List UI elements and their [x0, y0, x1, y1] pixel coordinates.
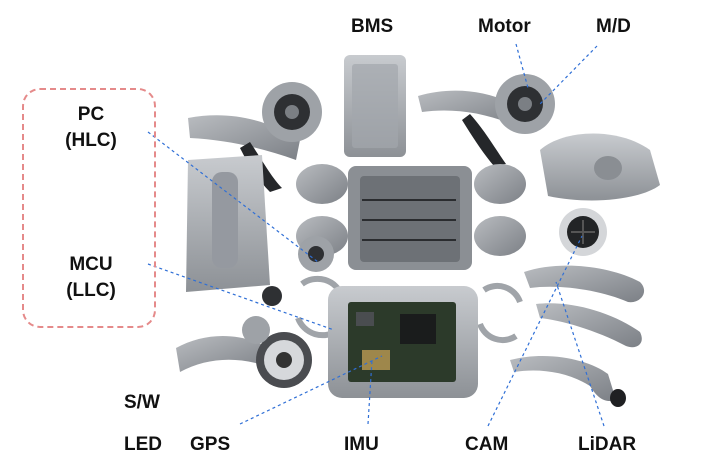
- label-cam: CAM: [465, 434, 509, 455]
- leader-line-md: [539, 45, 598, 105]
- label-llc: (LLC): [66, 280, 116, 301]
- bms-battery-pack: [344, 55, 406, 157]
- leader-line-gps: [239, 355, 383, 425]
- label-bms: BMS: [351, 16, 394, 37]
- leader-line-motor: [515, 43, 529, 89]
- controller-group-box: [22, 88, 156, 328]
- label-imu: IMU: [344, 434, 379, 455]
- upper-left-leg: [188, 82, 322, 192]
- main-body-frame: [296, 164, 526, 272]
- leader-line-lidar: [555, 281, 605, 427]
- leader-line-mcu: [147, 263, 335, 331]
- label-hlc: (HLC): [65, 130, 117, 151]
- label-gps: GPS: [190, 434, 231, 455]
- lower-body-electronics: [328, 286, 478, 398]
- upper-right-leg: [418, 74, 555, 166]
- label-lidar: LiDAR: [578, 434, 637, 455]
- label-led: LED: [124, 434, 162, 455]
- leader-lines: [147, 43, 605, 427]
- right-upper-links: [510, 265, 645, 407]
- lidar-unit: [559, 208, 607, 256]
- leader-line-cam: [487, 235, 583, 427]
- lower-left-leg: [176, 286, 312, 388]
- label-md: M/D: [596, 16, 631, 37]
- front-head-shell: [540, 133, 660, 201]
- label-sw: S/W: [124, 392, 160, 413]
- label-pc: PC: [77, 104, 105, 125]
- label-mcu: MCU: [69, 254, 113, 275]
- top-cover-panel: [186, 155, 270, 292]
- label-motor: Motor: [478, 16, 531, 37]
- leader-line-imu: [367, 359, 373, 425]
